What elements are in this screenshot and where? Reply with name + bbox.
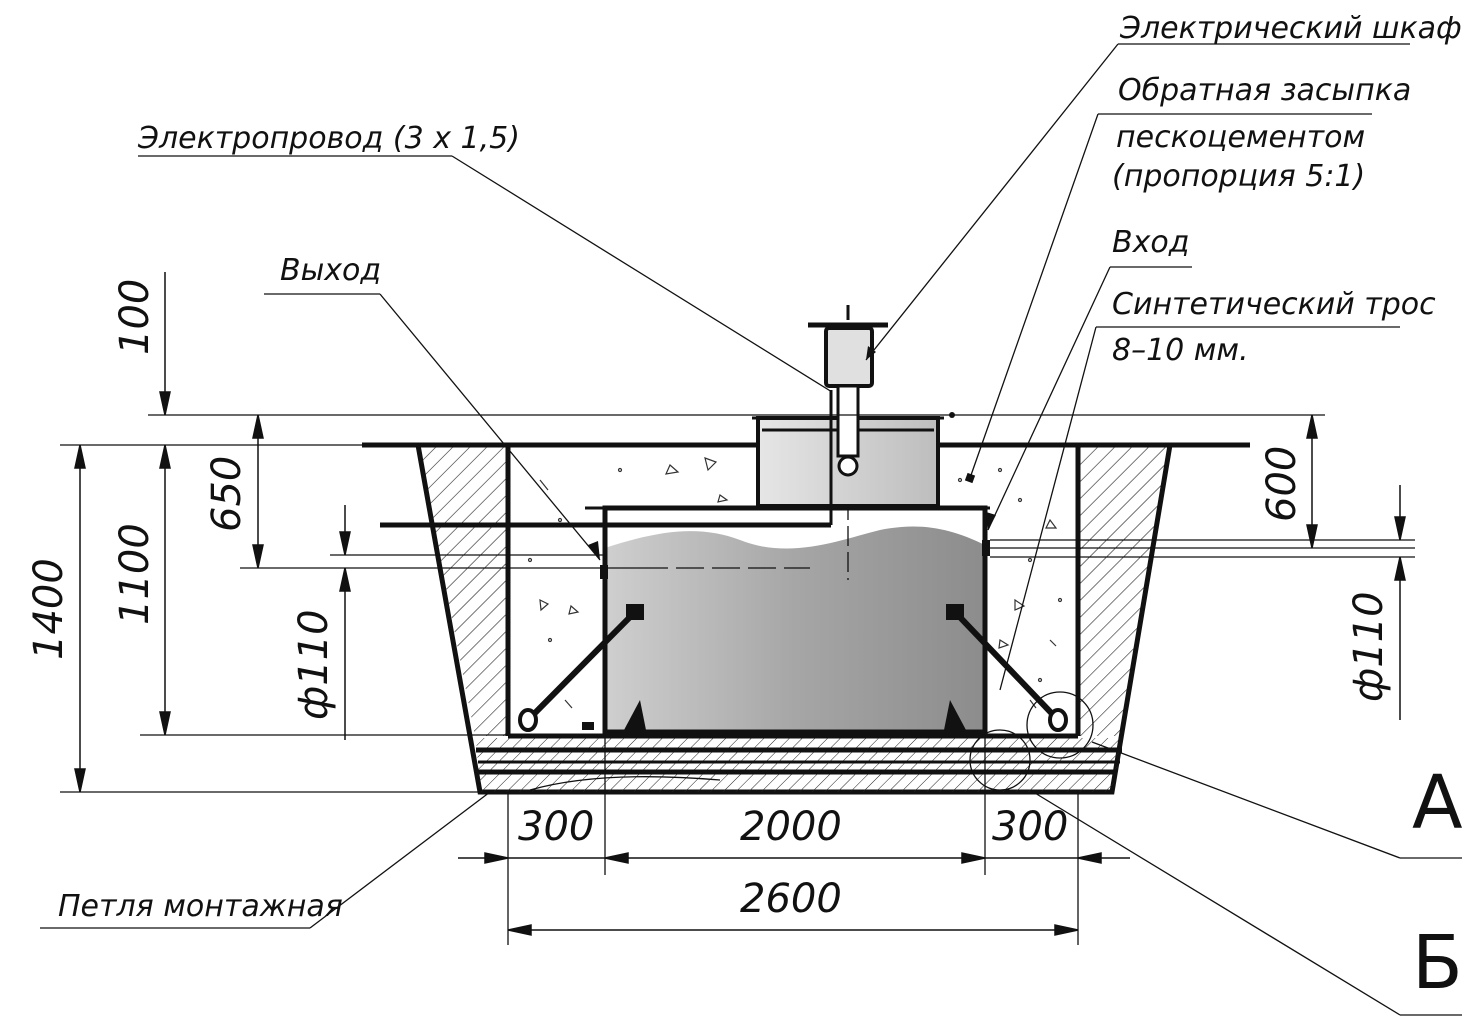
label-backfill-line1: Обратная засыпка: [1118, 73, 1411, 108]
dim-1100: 1100: [112, 523, 158, 625]
dim-1400: 1400: [26, 558, 72, 660]
dim-2600: 2600: [740, 876, 842, 922]
label-rope-line1: Синтетический трос: [1112, 287, 1436, 322]
label-inlet: Вход: [1112, 225, 1189, 260]
extension-lines: [60, 414, 1415, 945]
dimension-lines: [74, 272, 1406, 936]
label-mounting-loop: Петля монтажная: [58, 889, 343, 924]
label-cable: Электропровод (3 х 1,5): [137, 121, 520, 156]
backfill-sand-cement: [527, 457, 1063, 709]
dim-2000: 2000: [740, 804, 842, 850]
label-backfill-line3: (пропорция 5:1): [1112, 159, 1365, 194]
label-electrical-cabinet: Электрический шкаф: [1119, 11, 1462, 46]
label-outlet: Выход: [280, 253, 381, 288]
leader-arrowheads: [588, 346, 996, 560]
detail-circles: [529, 691, 1094, 791]
dim-600: 600: [1259, 446, 1305, 522]
dim-300-left: 300: [518, 804, 594, 850]
label-backfill-line2: пескоцементом: [1116, 120, 1365, 155]
dim-d110-right: ф110: [1346, 591, 1392, 702]
electrical-cabinet: [808, 305, 888, 525]
callout-a: А: [1412, 760, 1462, 846]
callout-b: Б: [1412, 920, 1462, 1006]
dim-d110-left: ф110: [291, 609, 337, 720]
label-rope-line2: 8–10 мм.: [1112, 333, 1249, 368]
dim-650: 650: [204, 456, 250, 532]
ground-surface: [362, 412, 1250, 448]
dim-100: 100: [112, 279, 158, 355]
base-slab: [476, 733, 1124, 792]
leader-lines: [40, 43, 1462, 1016]
dim-300-right: 300: [992, 804, 1068, 850]
pipes: [600, 540, 990, 579]
septic-tank: [585, 500, 990, 735]
